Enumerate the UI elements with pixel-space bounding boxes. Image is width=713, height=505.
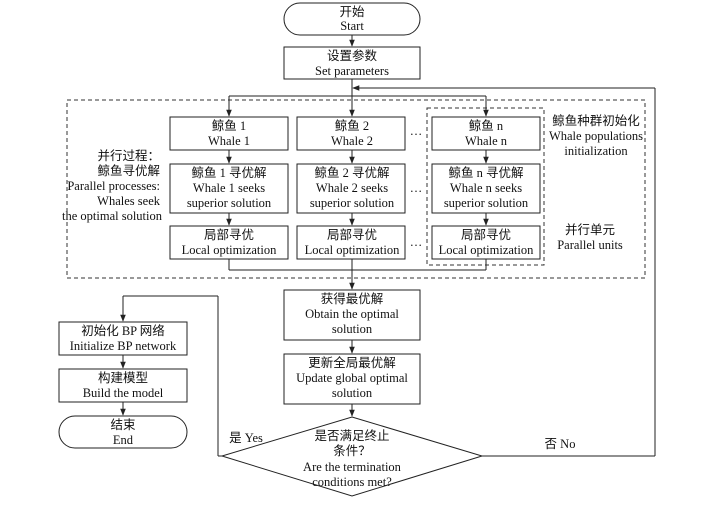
whalen-local-en: Local optimization bbox=[439, 243, 535, 257]
end-en: End bbox=[113, 433, 134, 447]
termination-decision: 是否满足终止 条件？ Are the termination condition… bbox=[220, 416, 484, 497]
yes-label: 是 Yes bbox=[229, 431, 263, 445]
obtain-optimal-box: 获得最优解 Obtain the optimal solution bbox=[283, 289, 421, 341]
population-init-label: 鲸鱼种群初始化 Whale populations initialization bbox=[549, 113, 643, 158]
whale2-seek-en2: superior solution bbox=[310, 196, 395, 210]
update-global-box: 更新全局最优解 Update global optimal solution bbox=[283, 353, 421, 405]
parallel-process-label: 并行过程： 鲸鱼寻优解 Parallel processes: Whales s… bbox=[62, 148, 163, 223]
build-model-en: Build the model bbox=[83, 386, 164, 400]
update-global-en2: solution bbox=[332, 386, 373, 400]
whale2-seek-box: 鲸鱼 2 寻优解 Whale 2 seeks superior solution bbox=[296, 163, 406, 214]
whale1-en: Whale 1 bbox=[208, 134, 250, 148]
whale1-local-box: 局部寻优 Local optimization bbox=[169, 225, 289, 260]
whalen-seek-zh: 鲸鱼 n 寻优解 bbox=[448, 165, 523, 180]
set-parameters-en: Set parameters bbox=[315, 64, 389, 78]
whale2-zh: 鲸鱼 2 bbox=[335, 118, 369, 133]
ellipsis-row3: … bbox=[410, 235, 423, 249]
whalen-box: 鲸鱼 n Whale n bbox=[431, 116, 541, 151]
start-node: 开始 Start bbox=[283, 2, 421, 36]
parallel-label-2: 鲸鱼寻优解 bbox=[97, 163, 160, 178]
decision-zh1: 是否满足终止 bbox=[314, 428, 389, 443]
population-init-en1: Whale populations bbox=[549, 129, 643, 143]
end-node: 结束 End bbox=[58, 415, 188, 449]
parallel-units-label: 并行单元 Parallel units bbox=[557, 223, 623, 252]
whalen-seek-box: 鲸鱼 n 寻优解 Whale n seeks superior solution bbox=[431, 163, 541, 214]
whale2-seek-en1: Whale 2 seeks bbox=[316, 181, 388, 195]
parallel-label-3: Parallel processes: bbox=[67, 179, 160, 193]
whalen-seek-en1: Whale n seeks bbox=[450, 181, 522, 195]
init-bp-zh: 初始化 BP 网络 bbox=[81, 323, 165, 338]
decision-en2: conditions met? bbox=[312, 475, 392, 489]
whale1-local-zh: 局部寻优 bbox=[204, 227, 254, 242]
whalen-seek-en2: superior solution bbox=[444, 196, 529, 210]
end-zh: 结束 bbox=[110, 418, 136, 432]
whalen-local-box: 局部寻优 Local optimization bbox=[431, 225, 541, 260]
update-global-en1: Update global optimal bbox=[296, 371, 408, 385]
population-init-zh: 鲸鱼种群初始化 bbox=[552, 113, 640, 128]
whalen-en: Whale n bbox=[465, 134, 508, 148]
set-parameters-zh: 设置参数 bbox=[327, 48, 378, 63]
start-en: Start bbox=[340, 19, 364, 33]
decision-zh2: 条件？ bbox=[333, 444, 371, 458]
parallel-region-frame bbox=[66, 99, 646, 279]
whale1-box: 鲸鱼 1 Whale 1 bbox=[169, 116, 289, 151]
whale2-local-box: 局部寻优 Local optimization bbox=[296, 225, 406, 260]
set-parameters-box: 设置参数 Set parameters bbox=[283, 46, 421, 80]
parallel-units-zh: 并行单元 bbox=[565, 223, 615, 237]
whalen-zh: 鲸鱼 n bbox=[469, 118, 504, 133]
parallel-units-en: Parallel units bbox=[557, 238, 623, 252]
whale1-seek-box: 鲸鱼 1 寻优解 Whale 1 seeks superior solution bbox=[169, 163, 289, 214]
population-init-en2: initialization bbox=[564, 144, 628, 158]
whale1-seek-en2: superior solution bbox=[187, 196, 272, 210]
build-model-box: 构建模型 Build the model bbox=[58, 368, 188, 403]
obtain-optimal-en1: Obtain the optimal bbox=[305, 307, 399, 321]
whale1-local-en: Local optimization bbox=[182, 243, 278, 257]
start-zh: 开始 bbox=[339, 5, 365, 19]
whale1-seek-zh: 鲸鱼 1 寻优解 bbox=[191, 165, 266, 180]
obtain-optimal-zh: 获得最优解 bbox=[321, 291, 384, 306]
ellipsis-row1: … bbox=[410, 124, 423, 138]
whale1-zh: 鲸鱼 1 bbox=[212, 118, 246, 133]
whale2-seek-zh: 鲸鱼 2 寻优解 bbox=[314, 165, 389, 180]
ellipsis-row2: … bbox=[410, 181, 423, 195]
obtain-optimal-en2: solution bbox=[332, 322, 373, 336]
whale1-seek-en1: Whale 1 seeks bbox=[193, 181, 265, 195]
update-global-zh: 更新全局最优解 bbox=[308, 355, 396, 370]
parallel-label-1: 并行过程： bbox=[97, 148, 160, 163]
build-model-zh: 构建模型 bbox=[98, 370, 148, 385]
whale2-box: 鲸鱼 2 Whale 2 bbox=[296, 116, 406, 151]
parallel-label-4: Whales seek bbox=[97, 194, 161, 208]
whale2-en: Whale 2 bbox=[331, 134, 373, 148]
init-bp-en: Initialize BP network bbox=[70, 339, 177, 353]
parallel-label-5: the optimal solution bbox=[62, 209, 163, 223]
no-label: 否 No bbox=[545, 437, 576, 451]
whalen-local-zh: 局部寻优 bbox=[461, 227, 511, 242]
decision-en1: Are the termination bbox=[303, 460, 402, 474]
init-bp-box: 初始化 BP 网络 Initialize BP network bbox=[58, 321, 188, 356]
whale2-local-zh: 局部寻优 bbox=[327, 227, 377, 242]
whale2-local-en: Local optimization bbox=[305, 243, 401, 257]
